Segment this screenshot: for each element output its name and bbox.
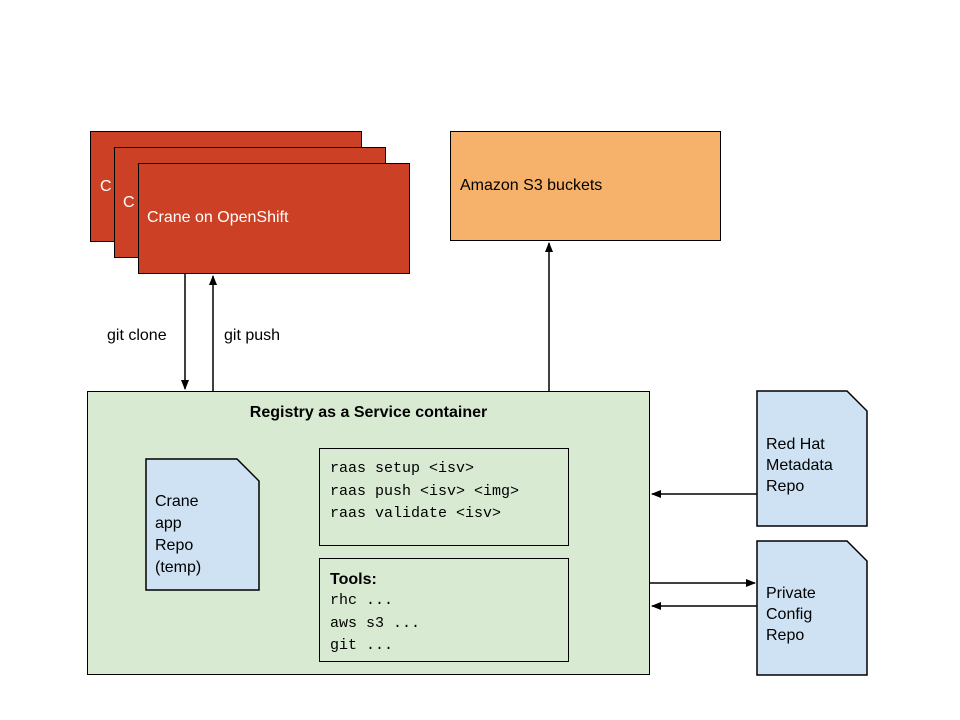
redhat-repo-label: Red Hat Metadata Repo (766, 436, 837, 495)
crane-repo-label: Crane app Repo (temp) (155, 493, 203, 576)
tool-line: git ... (330, 637, 394, 654)
crane-box-front-label: Crane on OpenShift (147, 209, 289, 226)
crane-repo-line: (temp) (155, 559, 201, 576)
crane-repo-line: Repo (155, 537, 193, 554)
crane-box-back-label: C (100, 178, 112, 195)
raas-container-title: Registry as a Service container (249, 404, 488, 421)
s3-box-label: Amazon S3 buckets (460, 177, 603, 194)
tools-title: Tools: (330, 571, 377, 588)
private-repo-line: Repo (766, 627, 804, 644)
private-repo-document-icon (756, 540, 868, 676)
redhat-repo-line: Metadata (766, 457, 833, 474)
tool-line: rhc ... (330, 592, 394, 609)
raas-commands: raas setup <isv> raas push <isv> <img> r… (330, 458, 519, 526)
redhat-repo-document-icon (756, 390, 868, 527)
crane-repo-line: Crane (155, 493, 199, 510)
private-repo-line: Config (766, 606, 812, 623)
git-push-label: git push (224, 327, 281, 344)
command-line: raas validate <isv> (330, 505, 502, 522)
tool-line: aws s3 ... (330, 614, 421, 632)
command-line: raas push <isv> <img> (330, 482, 520, 500)
crane-repo-line: app (155, 515, 182, 532)
private-repo-label: Private Config Repo (766, 585, 820, 644)
git-clone-label: git clone (107, 327, 167, 344)
s3-box: Amazon S3 buckets (450, 131, 721, 241)
redhat-repo-line: Red Hat (766, 436, 825, 453)
private-repo-line: Private (766, 585, 816, 602)
tools-box: Tools: rhc ... aws s3 ... git ... (319, 558, 569, 662)
crane-box-front: Crane on OpenShift (138, 163, 410, 274)
crane-box-middle-label: C (123, 194, 135, 211)
redhat-repo-line: Repo (766, 478, 804, 495)
command-line: raas setup <isv> (330, 460, 475, 477)
tools-list: Tools: rhc ... aws s3 ... git ... (330, 570, 420, 658)
crane-repo-document-icon (145, 458, 260, 591)
raas-commands-box: raas setup <isv> raas push <isv> <img> r… (319, 448, 569, 546)
